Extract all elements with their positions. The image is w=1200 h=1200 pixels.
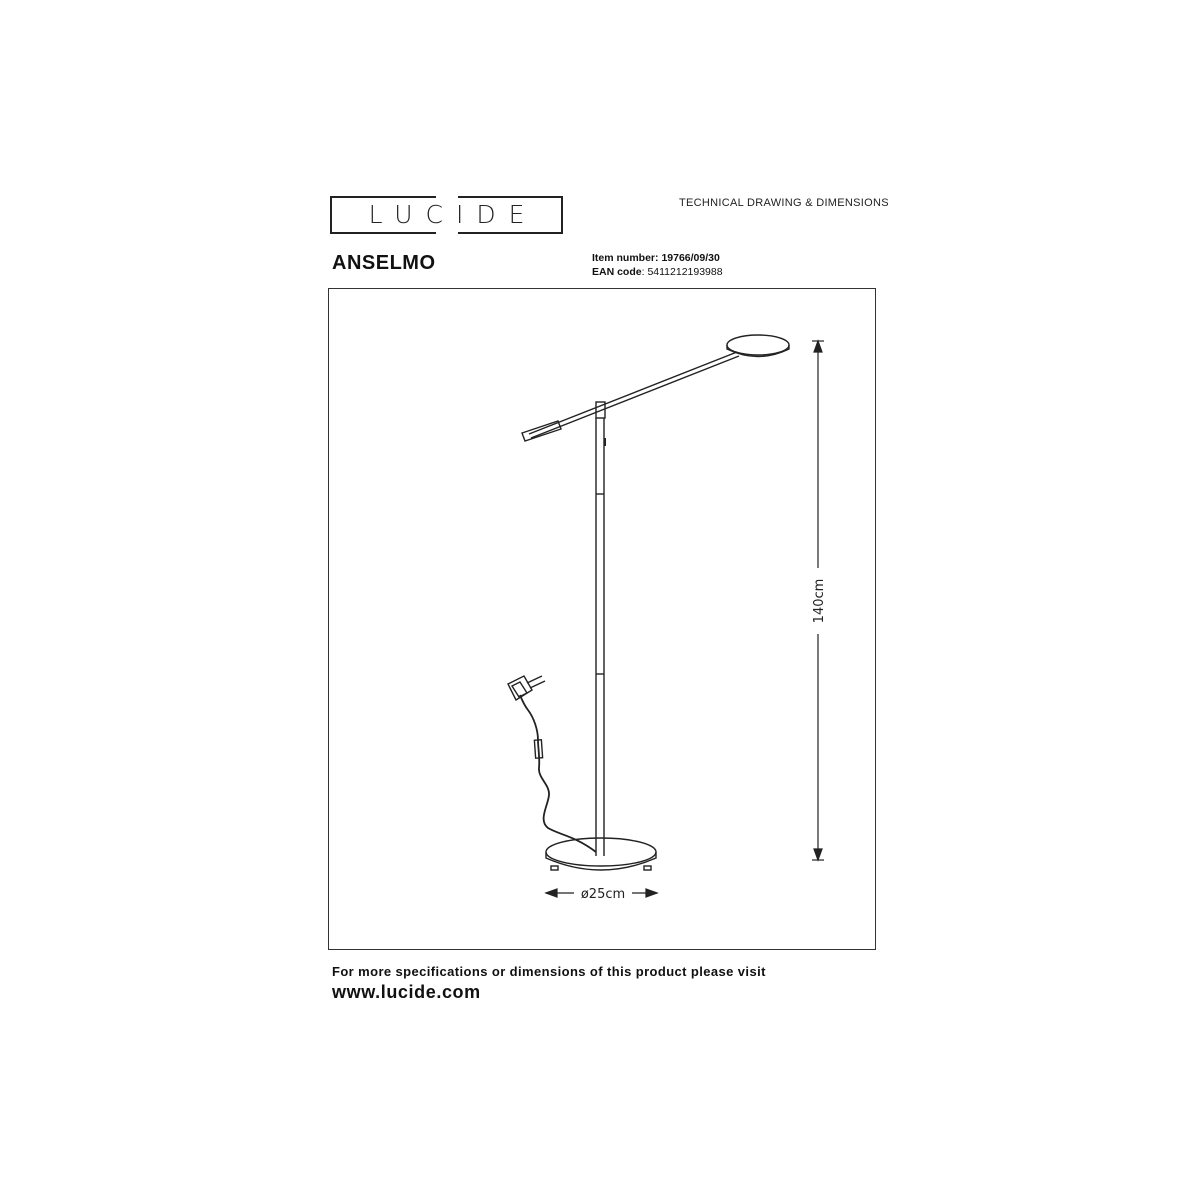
item-number-value: 19766/09/30: [661, 252, 720, 264]
ean-label: EAN code: [592, 266, 642, 278]
brand-logo: LUCIDE: [330, 196, 563, 234]
lamp-base: [545, 837, 657, 871]
counterweight: [521, 420, 562, 442]
lamp-pole: [595, 418, 606, 856]
ean-value: 5411212193988: [647, 266, 723, 278]
height-dimension: [812, 339, 824, 862]
brand-name: LUCIDE: [368, 200, 538, 229]
cable-connector: [533, 738, 544, 759]
pivot-joint: [595, 401, 606, 419]
website-link[interactable]: www.lucide.com: [332, 982, 481, 1002]
power-plug: [507, 675, 546, 702]
lamp-head: [726, 334, 790, 358]
product-name: ANSELMO: [332, 252, 436, 274]
base-dimension: [544, 888, 659, 898]
document-type: TECHNICAL DRAWING & DIMENSIONS: [679, 197, 889, 209]
item-number-label: Item number:: [592, 252, 659, 264]
product-meta: Item number: 19766/09/30 EAN code: 54112…: [592, 251, 723, 279]
item-number-row: Item number: 19766/09/30: [592, 251, 723, 265]
base-dimension-label: ø25cm: [581, 887, 625, 902]
height-dimension-label: 140cm: [812, 579, 827, 624]
footer-note: For more specifications or dimensions of…: [332, 964, 766, 979]
ean-row: EAN code: 5411212193988: [592, 266, 723, 278]
power-cable: [519, 694, 597, 853]
lamp-arm: [528, 351, 740, 439]
drawing-frame: [328, 288, 876, 950]
